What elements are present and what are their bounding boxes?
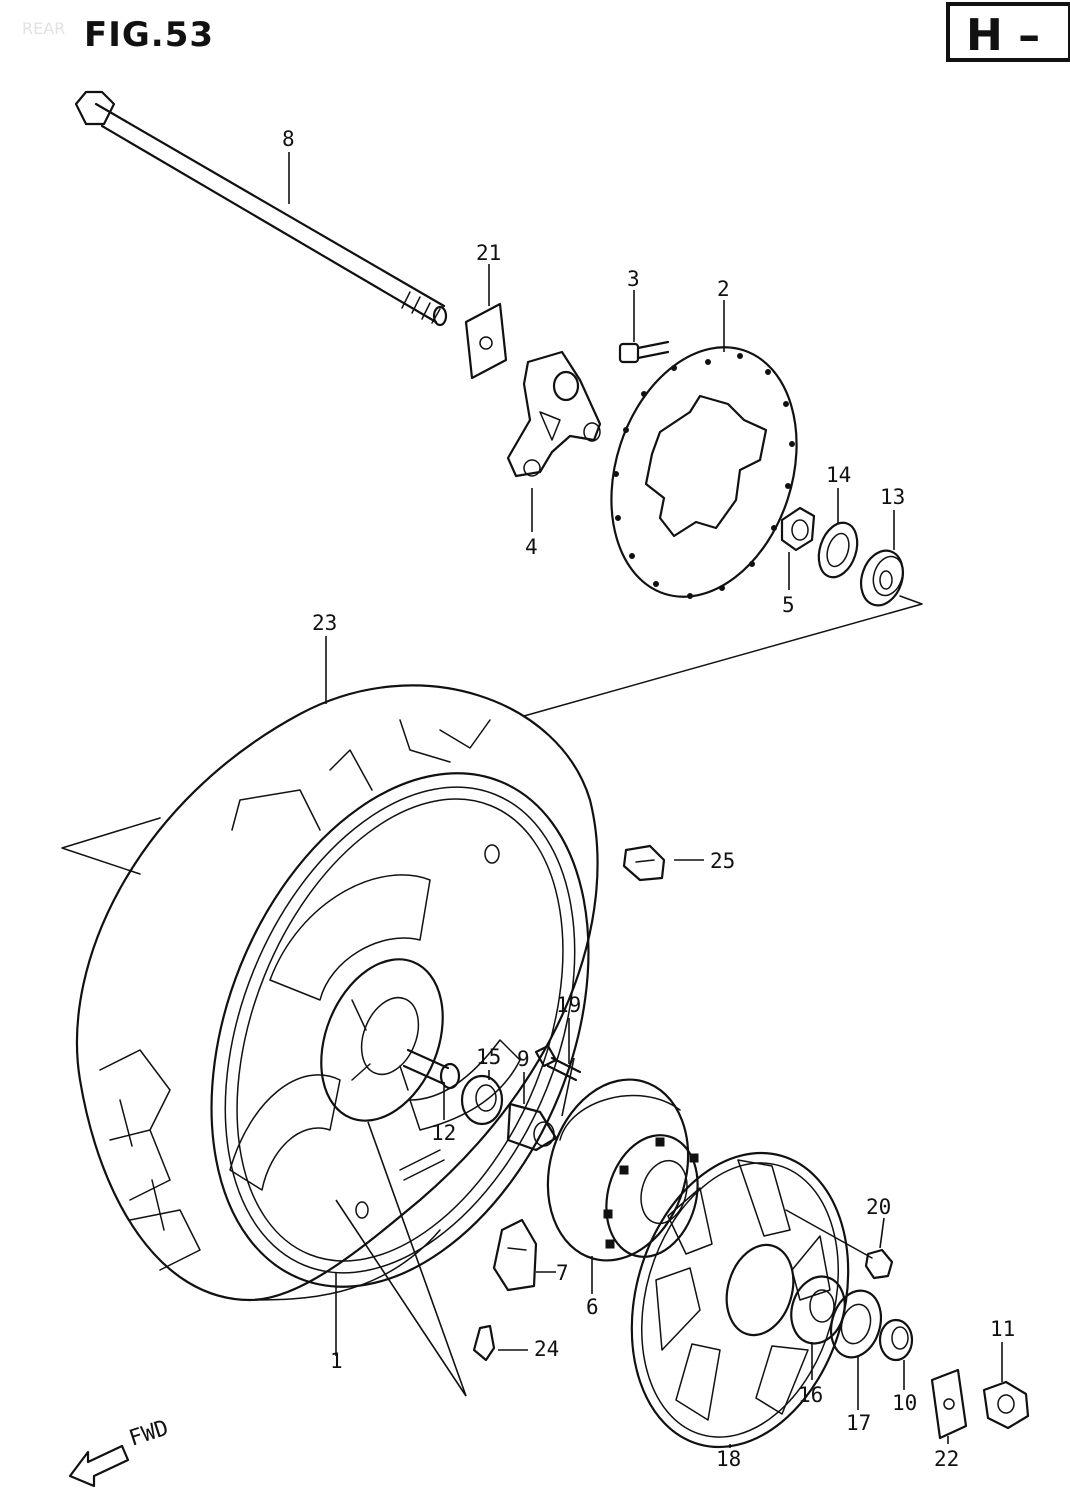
disc-holes bbox=[613, 353, 795, 599]
forward-arrow-icon bbox=[68, 1444, 130, 1488]
callout-7: 7 bbox=[556, 1261, 569, 1285]
axle-nut bbox=[982, 1380, 1030, 1430]
callout-22: 22 bbox=[934, 1447, 959, 1471]
callout-14: 14 bbox=[826, 463, 851, 487]
assembly-line-nut bbox=[785, 1209, 873, 1259]
sprocket-drum bbox=[546, 1078, 699, 1262]
callout-2: 2 bbox=[717, 277, 730, 301]
forward-label: FWD bbox=[126, 1416, 172, 1452]
callout-9: 9 bbox=[517, 1047, 530, 1071]
forward-direction-indicator: FWD bbox=[68, 1416, 172, 1488]
rear-wheel bbox=[75, 684, 599, 1302]
wheel-bearing-left bbox=[860, 549, 904, 607]
callout-24: 24 bbox=[534, 1337, 559, 1361]
cush-drive-damper bbox=[492, 1218, 538, 1292]
tire-valve bbox=[472, 1324, 496, 1362]
rim-spokes bbox=[229, 874, 521, 1191]
callout-6: 6 bbox=[586, 1295, 599, 1319]
sprocket-nut bbox=[864, 1248, 894, 1280]
callout-4: 4 bbox=[525, 535, 538, 559]
disc-bolt bbox=[618, 340, 670, 364]
hub-spacer bbox=[506, 1102, 558, 1152]
section-badge: H – bbox=[946, 2, 1070, 62]
leader-lines bbox=[288, 152, 1003, 1448]
callout-5: 5 bbox=[782, 593, 795, 617]
callout-labels: 1 2 3 4 5 6 7 8 9 10 11 12 13 14 15 16 1… bbox=[282, 127, 1015, 1471]
callout-19: 19 bbox=[556, 993, 581, 1017]
tread-pattern bbox=[99, 719, 491, 1271]
callout-23: 23 bbox=[312, 611, 337, 635]
axle bbox=[74, 90, 448, 327]
wheel-weight bbox=[622, 844, 666, 882]
callout-25: 25 bbox=[710, 849, 735, 873]
callout-18: 18 bbox=[716, 1447, 741, 1471]
callout-17: 17 bbox=[846, 1411, 871, 1435]
callout-21: 21 bbox=[476, 241, 501, 265]
brake-disc bbox=[610, 346, 798, 599]
callout-13: 13 bbox=[880, 485, 905, 509]
callout-10: 10 bbox=[892, 1391, 917, 1415]
oil-seal bbox=[817, 521, 859, 579]
watermark: REAR bbox=[22, 19, 65, 38]
drum-bolt-holes bbox=[603, 1137, 699, 1249]
wheel-bearing-right bbox=[460, 1074, 504, 1126]
callout-11: 11 bbox=[990, 1317, 1015, 1341]
callout-15: 15 bbox=[476, 1045, 501, 1069]
callout-20: 20 bbox=[866, 1195, 891, 1219]
callout-8: 8 bbox=[282, 127, 295, 151]
rear-sprocket bbox=[630, 1151, 850, 1449]
axle-collar bbox=[402, 1048, 461, 1090]
drum-spacer bbox=[878, 1318, 914, 1362]
callout-1: 1 bbox=[330, 1349, 343, 1373]
wheel-hub bbox=[320, 958, 444, 1122]
caliper-bracket bbox=[506, 350, 602, 478]
sprocket-mounting-stud bbox=[534, 1044, 582, 1082]
drum-oil-seal bbox=[829, 1289, 883, 1359]
callout-16: 16 bbox=[798, 1383, 823, 1407]
assembly-line-tire bbox=[61, 817, 161, 875]
chain-adjuster-plate-right bbox=[930, 1368, 968, 1440]
disc-side-spacer bbox=[780, 506, 816, 552]
callout-3: 3 bbox=[627, 267, 640, 291]
chain-adjuster-plate-left bbox=[464, 302, 508, 380]
assembly-line-bearing bbox=[523, 595, 923, 717]
figure-title: FIG.53 bbox=[84, 15, 214, 55]
callout-12: 12 bbox=[431, 1121, 456, 1145]
section-badge-text: H – bbox=[966, 10, 1040, 61]
